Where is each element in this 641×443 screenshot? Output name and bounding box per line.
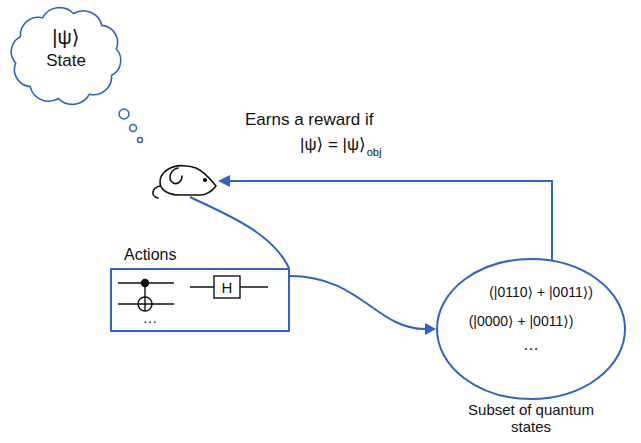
subscript: obj [367,146,382,158]
ellipse-outline [436,258,626,400]
mouse-icon [153,166,216,198]
thought-bubble [119,109,129,119]
ellipse-path [437,259,625,399]
ellipsis: … [143,309,158,326]
actions-box: Actions [110,268,290,332]
thought-bubble [130,125,137,132]
state-symbol: |ψ⟩ [5,25,127,49]
thought-bubble [138,138,143,143]
box-heading: Actions [124,246,176,264]
gate-letter: H [222,279,233,296]
ellipsis: … [436,336,626,354]
connector [290,276,436,335]
action-line [190,197,289,268]
connector-line [290,276,425,329]
arrow-head [218,175,230,187]
reward-text: Earns a reward if [245,110,374,130]
cnot-symbol [118,280,174,312]
reward-arrow [226,181,552,260]
arrow-head [425,323,436,335]
state-entry: (|0110⟩ + |0011⟩) [456,284,626,300]
state-entry: (|0000⟩ + |0011⟩) [436,313,606,329]
state-label: State [5,51,127,71]
state-ellipse: (|0110⟩ + |0011⟩)(|0000⟩ + |0011⟩)…Subse… [436,258,626,400]
reward-condition: |ψ⟩ = |ψ⟩ [300,134,366,155]
hadamard-symbol [190,276,268,298]
ellipse-caption: Subset of quantum states [461,401,601,435]
thought-cloud: |ψ⟩State [5,3,127,109]
